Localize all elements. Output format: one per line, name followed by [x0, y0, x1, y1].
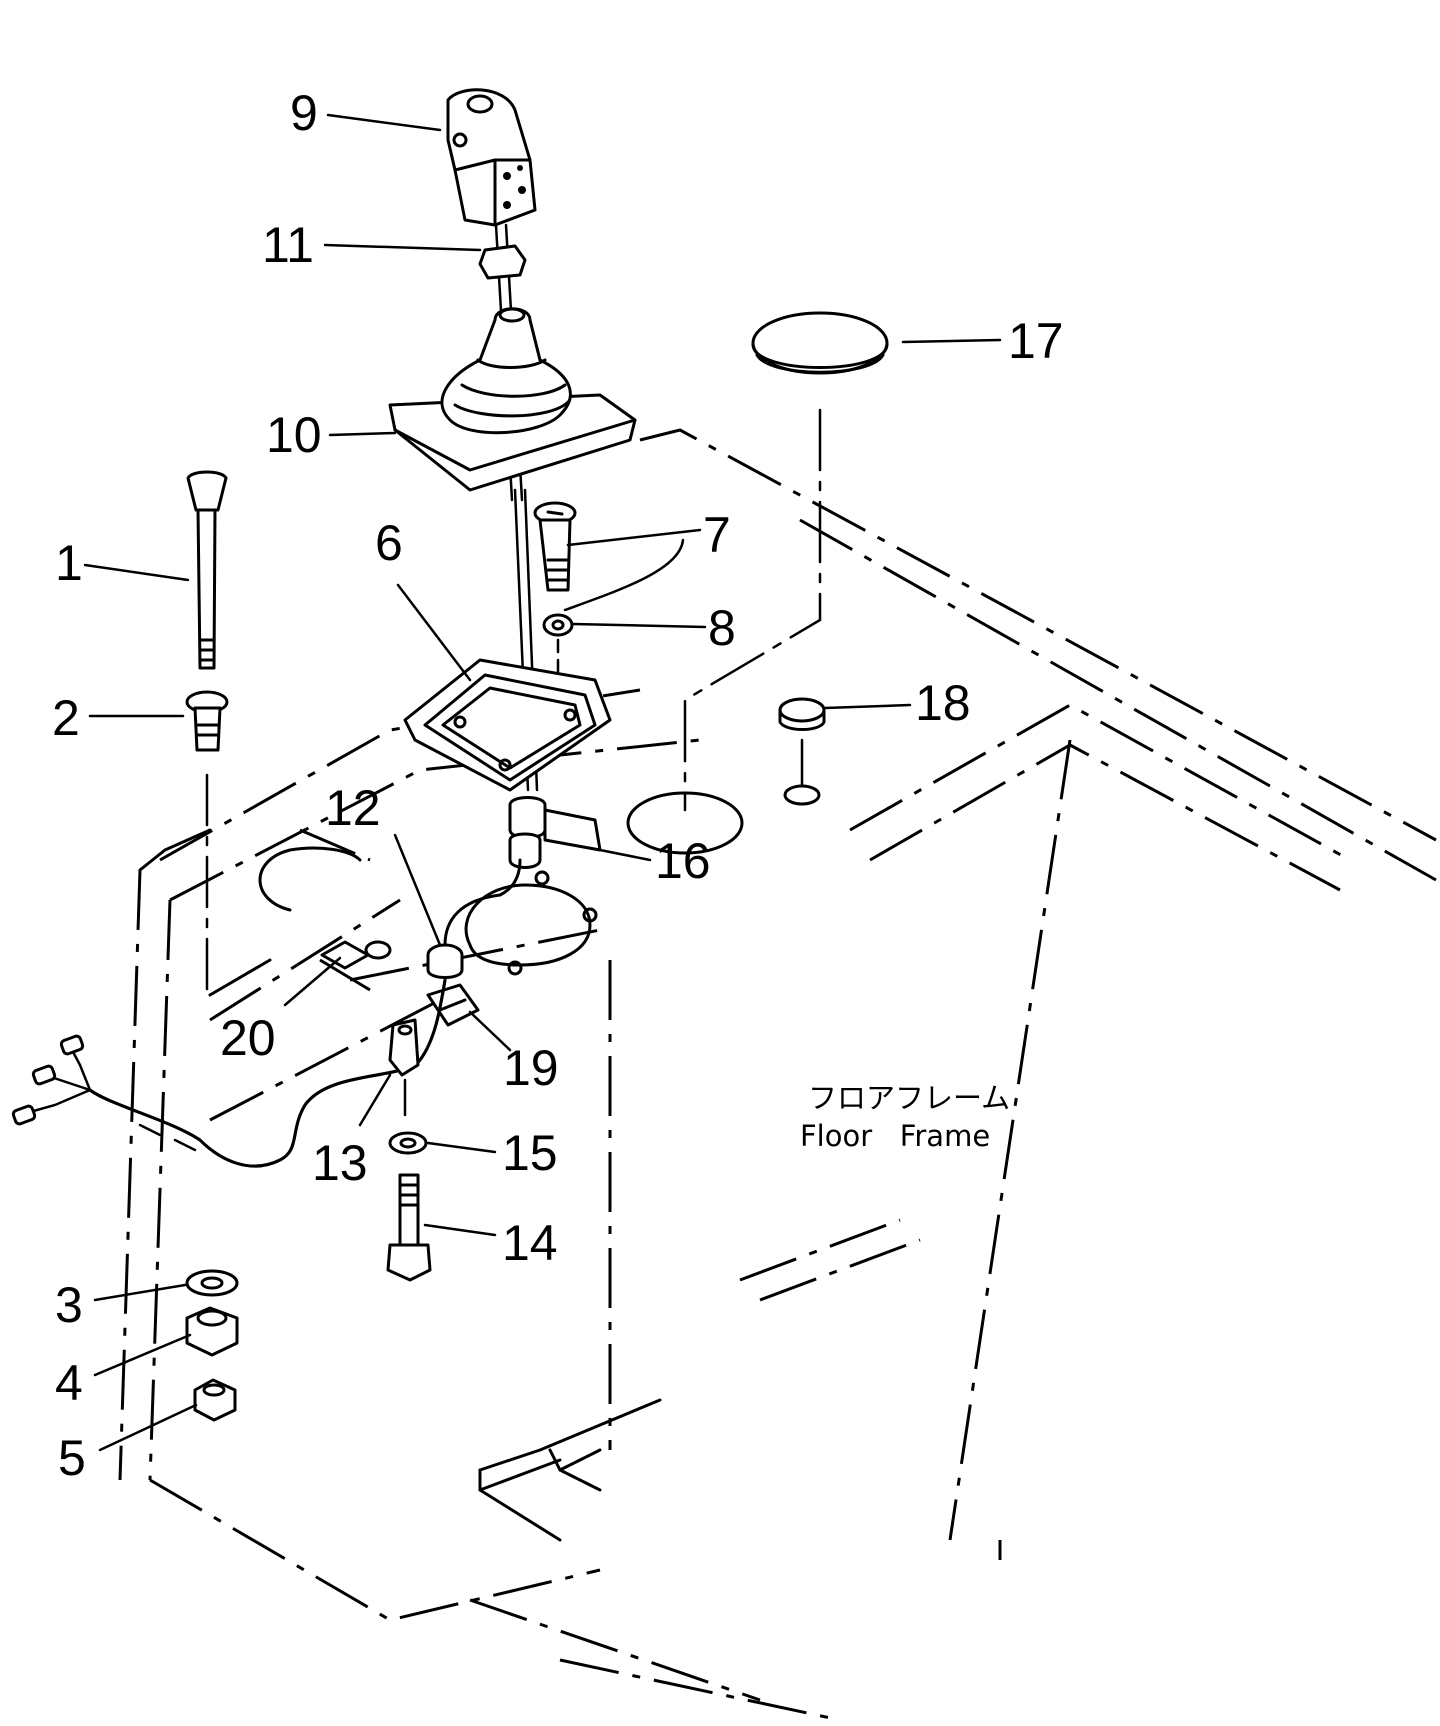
callout-1: 1 — [55, 535, 83, 591]
floor-frame-label-en: Floor Frame — [800, 1119, 990, 1153]
part-15-washer — [388, 1131, 428, 1155]
callout-18: 18 — [915, 675, 971, 731]
callout-17: 17 — [1008, 313, 1064, 369]
part-3-washer — [185, 1269, 239, 1297]
floor-frame-label: フロアフレーム Floor Frame — [800, 1081, 1010, 1153]
callout-13: 13 — [312, 1135, 368, 1191]
callout-15: 15 — [502, 1125, 558, 1181]
part-17-cap — [683, 311, 889, 812]
wiring-harness — [11, 978, 447, 1168]
part-12-grommet — [426, 943, 464, 979]
part-11-lock-nut — [478, 244, 527, 280]
callout-7: 7 — [703, 507, 731, 563]
part-14-bolt — [386, 1173, 432, 1282]
callout-3: 3 — [55, 1277, 83, 1333]
leader-guides — [563, 538, 685, 612]
callout-9: 9 — [290, 85, 318, 141]
floor-frame-label-jp: フロアフレーム — [808, 1081, 1010, 1115]
part-16-switch — [443, 796, 602, 947]
part-19-connector — [426, 983, 480, 1027]
callout-8: 8 — [708, 600, 736, 656]
part-5-nut — [193, 1378, 237, 1422]
callout-10: 10 — [266, 407, 322, 463]
callout-16: 16 — [655, 833, 711, 889]
callout-20: 20 — [220, 1010, 276, 1066]
frame-member — [478, 1398, 662, 1542]
callout-2: 2 — [52, 690, 80, 746]
callout-12: 12 — [325, 780, 381, 836]
callout-leaders — [83, 113, 1002, 1452]
part-7-bolt — [533, 501, 577, 592]
part-18-plug — [778, 697, 826, 788]
console-top-features — [138, 784, 821, 997]
part-4-nut — [185, 1306, 239, 1357]
callout-5: 5 — [58, 1430, 86, 1486]
callout-labels: 9 11 10 17 1 6 7 8 2 18 12 16 20 19 13 1… — [52, 85, 1064, 1486]
part-6-cover-plate — [403, 658, 612, 792]
part-20-tag — [320, 940, 370, 970]
callout-19: 19 — [503, 1040, 559, 1096]
part-13-clamp — [388, 1018, 420, 1117]
callout-11: 11 — [262, 217, 314, 273]
callout-6: 6 — [375, 515, 403, 571]
callout-4: 4 — [55, 1355, 83, 1411]
callout-14: 14 — [502, 1215, 558, 1271]
part-9-joystick-grip — [446, 88, 537, 227]
floor-frame-outline — [118, 428, 1437, 1722]
part-1-rod-with-knob — [186, 470, 228, 670]
part-2-bushing — [185, 690, 229, 1002]
part-10-rubber-boot — [388, 307, 637, 492]
